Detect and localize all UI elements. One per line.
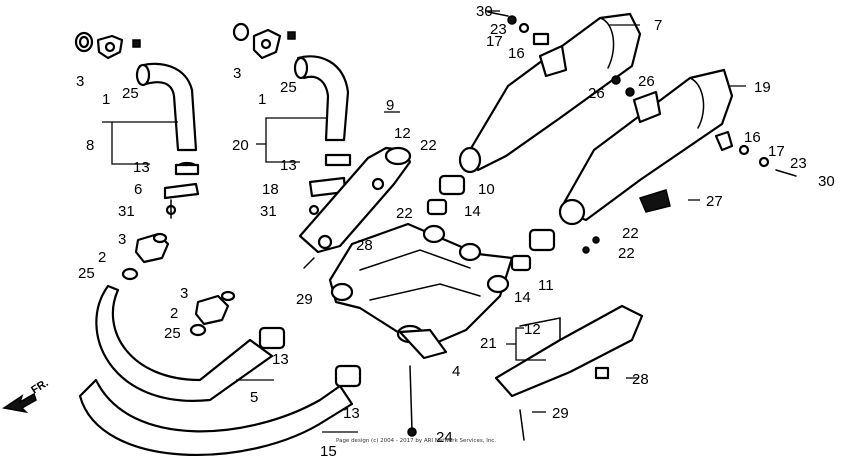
upper-left-clamp [163,182,200,219]
callout: 17 [768,143,785,160]
heat-shield-21 [494,304,644,441]
callout: 13 [343,405,360,422]
callout: 13 [133,159,150,176]
callout: 30 [476,3,493,20]
callout: 14 [464,203,481,220]
callout: 23 [790,155,807,172]
callout: 22 [396,205,413,222]
callout: 29 [552,405,569,422]
callout: 18 [262,181,279,198]
callout: 14 [514,289,531,306]
callout: 15 [320,443,337,460]
callout: 27 [706,193,723,210]
callout: 30 [818,173,835,190]
direction-label: FR. [29,377,50,397]
callout: 17 [486,33,503,50]
bracket-9 [298,146,412,254]
callout: 29 [296,291,313,308]
callout: 12 [524,321,541,338]
upper-left-pipe [135,62,200,176]
right-hardware [582,130,797,254]
callout: 3 [180,285,188,302]
bolts [303,257,417,437]
callout: 25 [122,85,139,102]
collars [426,174,556,272]
callout: 9 [386,97,394,114]
callout: 3 [118,231,126,248]
callout: 3 [76,73,84,90]
muffler-7 [458,12,642,174]
copyright-notice: Page design (c) 2004 - 2017 by ARI Netwo… [336,438,496,444]
callout: 25 [280,79,297,96]
front-direction-arrow: FR. [2,377,51,414]
callout: 26 [588,85,605,102]
muffler-19 [558,68,734,226]
callout: 16 [508,45,525,62]
lower-left-flanges [121,232,236,337]
callout: 3 [233,65,241,82]
callout: 31 [260,203,277,220]
callout: 20 [232,137,249,154]
callout: 6 [134,181,142,198]
upper-mid-pipe [293,55,352,167]
part-labels: 3 1 25 3 1 25 8 13 6 31 20 13 18 31 9 12… [76,3,835,460]
callout: 2 [170,305,178,322]
callout: 19 [754,79,771,96]
callout: 22 [420,137,437,154]
callout: 13 [272,351,289,368]
callout: 2 [98,249,106,266]
callout: 23 [490,21,507,38]
upper-mid-clamp [308,176,347,216]
lower-left-pipes [78,284,362,457]
callout: 28 [356,237,373,254]
callout: 8 [86,137,94,154]
callout: 16 [744,129,761,146]
callout: 1 [102,91,110,108]
callout: 5 [250,389,258,406]
callout: 7 [654,17,662,34]
callout: 1 [258,91,266,108]
callout: 31 [118,203,135,220]
callout: 11 [538,277,554,294]
callout: 4 [452,363,460,380]
callout: 21 [480,335,497,352]
callout: 25 [78,265,95,282]
leader-lines [102,10,746,433]
callout: 26 [638,73,655,90]
chamber-4 [328,222,514,360]
callout: 12 [394,125,411,142]
callout: 22 [618,245,635,262]
callout: 24 [436,429,453,446]
callout: 28 [632,371,649,388]
callout: 25 [164,325,181,342]
callout: 10 [478,181,495,198]
top-hardware [487,11,635,97]
upper-left-gaskets [74,31,141,60]
callout: 13 [280,157,297,174]
upper-mid-gaskets [232,22,296,60]
callout: 22 [622,225,639,242]
